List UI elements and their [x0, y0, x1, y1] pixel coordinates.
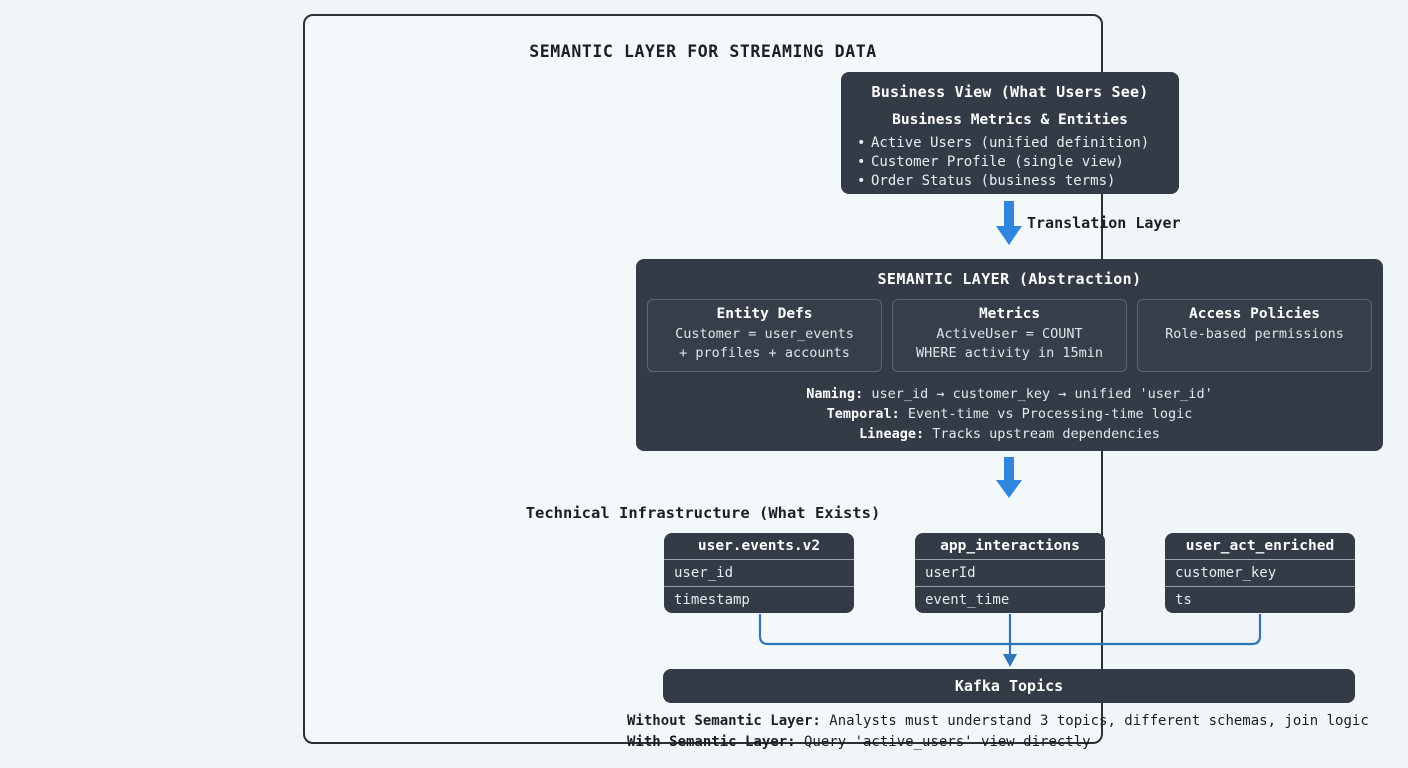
- business-view-list: • Active Users (unified definition) • Cust…: [841, 134, 1179, 191]
- topic-field: timestamp: [664, 586, 854, 613]
- card-line: + profiles + accounts: [679, 345, 850, 361]
- card-line: ActiveUser = COUNT: [936, 326, 1083, 342]
- card-line: WHERE activity in 15min: [916, 345, 1103, 361]
- list-item-label: Customer Profile (single view): [871, 154, 1124, 170]
- card-title: Access Policies: [1189, 306, 1320, 322]
- semantic-layer-notes: Naming: user_id → customer_key → unified…: [636, 384, 1383, 444]
- business-view-subtitle: Business Metrics & Entities: [892, 112, 1128, 128]
- card-access-policies: Access Policies Role-based permissions: [1137, 299, 1372, 372]
- list-item-label: Order Status (business terms): [871, 173, 1116, 189]
- topic-table: app_interactions userId event_time: [915, 533, 1105, 613]
- footer-value: Analysts must understand 3 topics, diffe…: [820, 713, 1369, 729]
- card-entity-defs: Entity Defs Customer = user_events + pro…: [647, 299, 882, 372]
- semantic-layer-panel: SEMANTIC LAYER (Abstraction) Entity Defs…: [636, 259, 1383, 451]
- note-naming: Naming: user_id → customer_key → unified…: [636, 384, 1383, 404]
- semantic-layer-cards: Entity Defs Customer = user_events + pro…: [647, 299, 1372, 372]
- tech-infrastructure-title: Technical Infrastructure (What Exists): [525, 504, 881, 522]
- kafka-topics-label: Kafka Topics: [954, 677, 1064, 695]
- semantic-layer-title: SEMANTIC LAYER (Abstraction): [877, 270, 1142, 288]
- topic-field: userId: [925, 565, 976, 581]
- bullet-icon: •: [857, 173, 866, 189]
- note-key: Lineage:: [859, 426, 925, 442]
- connector-lines: [758, 614, 1262, 667]
- down-arrow-icon: [996, 201, 1022, 245]
- footer-without: Without Semantic Layer: Analysts must un…: [627, 711, 1397, 732]
- card-title: Metrics: [978, 306, 1041, 322]
- topic-field: user_id: [674, 565, 734, 581]
- footer-with: With Semantic Layer: Query 'active_users…: [627, 732, 1397, 753]
- note-value: Event-time vs Processing-time logic: [899, 406, 1193, 422]
- bullet-icon: •: [857, 154, 866, 170]
- topic-table: user_act_enriched customer_key ts: [1165, 533, 1355, 613]
- card-line: Customer = user_events: [675, 326, 854, 342]
- note-lineage: Lineage: Tracks upstream dependencies: [636, 424, 1383, 444]
- note-temporal: Temporal: Event-time vs Processing-time …: [636, 404, 1383, 424]
- page-title: SEMANTIC LAYER FOR STREAMING DATA: [529, 42, 877, 61]
- card-title: Entity Defs: [716, 306, 813, 322]
- topic-field: customer_key: [1175, 565, 1277, 581]
- topic-field: event_time: [915, 586, 1105, 613]
- topic-table: user.events.v2 user_id timestamp: [664, 533, 854, 613]
- card-metrics: Metrics ActiveUser = COUNT WHERE activit…: [892, 299, 1127, 372]
- diagram-frame: SEMANTIC LAYER FOR STREAMING DATA Busine…: [303, 14, 1383, 750]
- note-key: Naming:: [806, 386, 864, 402]
- footer-key: Without Semantic Layer:: [627, 713, 821, 729]
- down-arrow-icon: [996, 457, 1022, 498]
- note-key: Temporal:: [826, 406, 900, 422]
- footer-value: Query 'active_users' view directly: [795, 734, 1091, 750]
- note-value: user_id → customer_key → unified 'user_i…: [863, 386, 1213, 402]
- business-view-title: Business View (What Users See): [871, 83, 1149, 101]
- list-item-label: Active Users (unified definition): [871, 135, 1150, 151]
- topic-table-header: user.events.v2: [664, 533, 854, 560]
- footer-notes: Without Semantic Layer: Analysts must un…: [627, 711, 1397, 753]
- footer-key: With Semantic Layer:: [627, 734, 796, 750]
- kafka-topics-box: Kafka Topics: [663, 669, 1355, 703]
- list-item: • Order Status (business terms): [841, 172, 1179, 191]
- list-item: • Customer Profile (single view): [841, 153, 1179, 172]
- topic-field: ts: [1165, 586, 1355, 613]
- note-value: Tracks upstream dependencies: [924, 426, 1160, 442]
- list-item: • Active Users (unified definition): [841, 134, 1179, 153]
- topic-table-header: app_interactions: [915, 533, 1105, 560]
- topic-table-header: user_act_enriched: [1165, 533, 1355, 560]
- bullet-icon: •: [857, 135, 866, 151]
- card-line: Role-based permissions: [1165, 326, 1344, 342]
- business-view-panel: Business View (What Users See) Business …: [841, 72, 1179, 194]
- translation-layer-label: Translation Layer: [1027, 214, 1181, 232]
